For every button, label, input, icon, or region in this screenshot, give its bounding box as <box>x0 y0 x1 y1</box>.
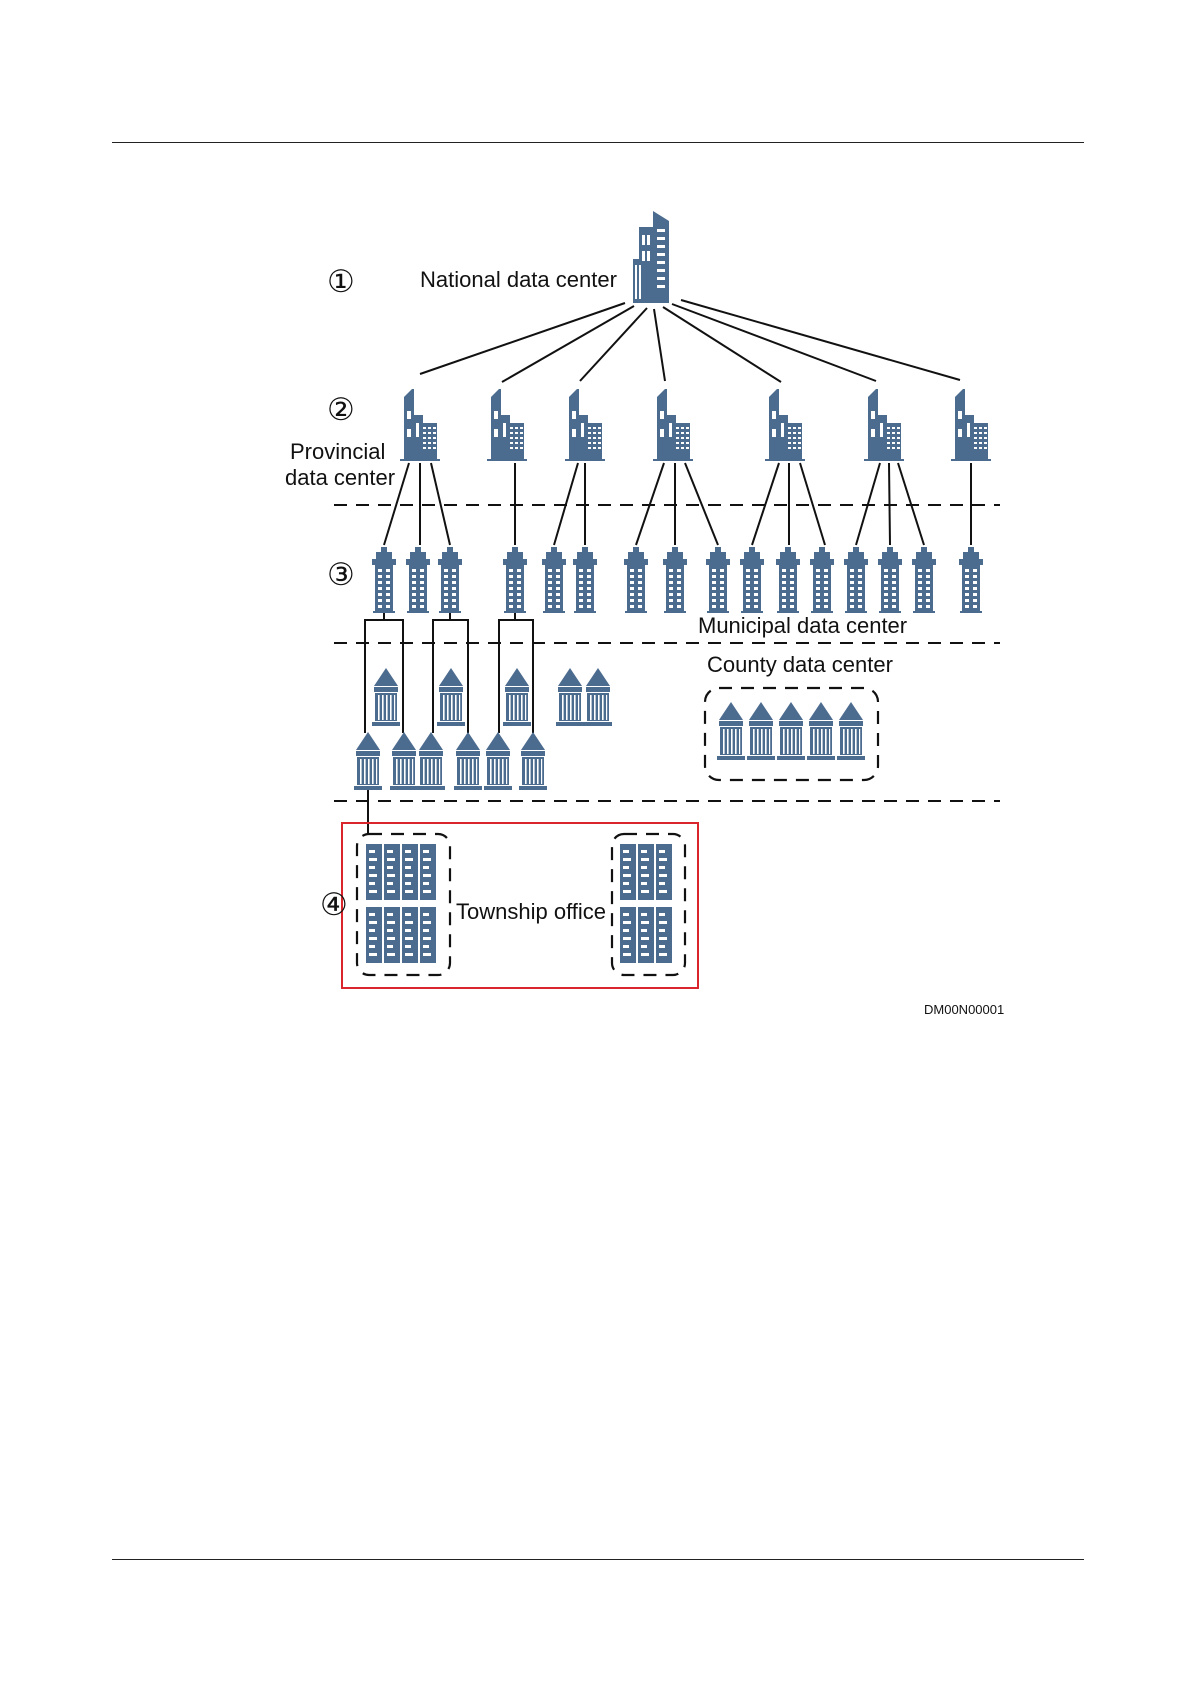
county-label: County data center <box>707 652 893 677</box>
municipal-building-icon <box>912 547 936 613</box>
provincial-building-icon <box>951 389 991 461</box>
server-rack-icon <box>620 907 636 963</box>
server-rack-icon <box>402 844 418 900</box>
municipal-building-icon <box>706 547 730 613</box>
municipal-building-icon <box>810 547 834 613</box>
municipal-building-icon <box>624 547 648 613</box>
tier-marker-1: ① <box>327 264 355 299</box>
tier-marker-2: ② <box>327 392 355 427</box>
server-rack-icon <box>384 907 400 963</box>
county-building-icon <box>417 732 445 790</box>
municipal-building-icon <box>542 547 566 613</box>
county-building-icon <box>807 702 835 760</box>
server-rack-icon <box>420 907 436 963</box>
provincial-building-icon <box>565 389 605 461</box>
server-rack-icon <box>402 907 418 963</box>
provincial-building-icon <box>765 389 805 461</box>
server-rack-icon <box>638 844 654 900</box>
municipal-building-icon <box>844 547 868 613</box>
server-rack-icon <box>638 907 654 963</box>
server-rack-icon <box>420 844 436 900</box>
municipal-label: Municipal data center <box>698 613 907 638</box>
provincial-building-icon <box>400 389 440 461</box>
link-national-provincial-1 <box>420 303 625 374</box>
server-rack-icon <box>656 844 672 900</box>
link-national-provincial-6 <box>672 304 876 381</box>
provincial-building-icon <box>653 389 693 461</box>
municipal-building-icon <box>372 547 396 613</box>
county-building-icon <box>519 732 547 790</box>
municipal-tier <box>372 547 983 613</box>
municipal-building-icon <box>438 547 462 613</box>
link-provincial-municipal <box>889 463 890 545</box>
county-building-icon <box>454 732 482 790</box>
provincial-label-line-1: Provincial <box>290 439 385 464</box>
server-rack-icon <box>656 907 672 963</box>
county-tier <box>354 668 865 790</box>
township-label: Township office <box>456 899 606 924</box>
county-building-icon <box>556 668 584 726</box>
server-rack-icon <box>620 844 636 900</box>
county-building-icon <box>390 732 418 790</box>
county-building-icon <box>747 702 775 760</box>
municipal-building-icon <box>776 547 800 613</box>
link-national-provincial-7 <box>681 300 960 380</box>
municipal-building-icon <box>503 547 527 613</box>
link-provincial-municipal <box>898 463 924 545</box>
provincial-building-icon <box>864 389 904 461</box>
county-building-icon <box>372 668 400 726</box>
link-provincial-municipal <box>636 463 664 545</box>
county-building-icon <box>717 702 745 760</box>
municipal-building-icon <box>663 547 687 613</box>
national-tier <box>633 211 669 303</box>
county-building-icon <box>354 732 382 790</box>
provincial-tier <box>400 389 991 461</box>
municipal-building-icon <box>740 547 764 613</box>
tier-marker-3: ③ <box>327 557 355 592</box>
server-rack-icon <box>366 844 382 900</box>
county-building-icon <box>777 702 805 760</box>
server-rack-icon <box>384 844 400 900</box>
link-national-provincial-4 <box>654 309 665 381</box>
provincial-label-line-2: data center <box>285 465 395 490</box>
municipal-building-icon <box>573 547 597 613</box>
municipal-building-icon <box>959 547 983 613</box>
county-building-icon <box>503 668 531 726</box>
provincial-building-icon <box>487 389 527 461</box>
server-rack-icon <box>366 907 382 963</box>
county-building-icon <box>584 668 612 726</box>
figure-id: DM00N00001 <box>924 1002 1004 1017</box>
tier-marker-4: ④ <box>320 887 348 922</box>
municipal-building-icon <box>878 547 902 613</box>
link-national-provincial-5 <box>663 307 781 382</box>
national-building-icon <box>633 211 669 303</box>
county-building-icon <box>484 732 512 790</box>
link-provincial-municipal <box>856 463 880 545</box>
national-label: National data center <box>420 267 617 292</box>
municipal-building-icon <box>406 547 430 613</box>
county-building-icon <box>437 668 465 726</box>
county-building-icon <box>837 702 865 760</box>
